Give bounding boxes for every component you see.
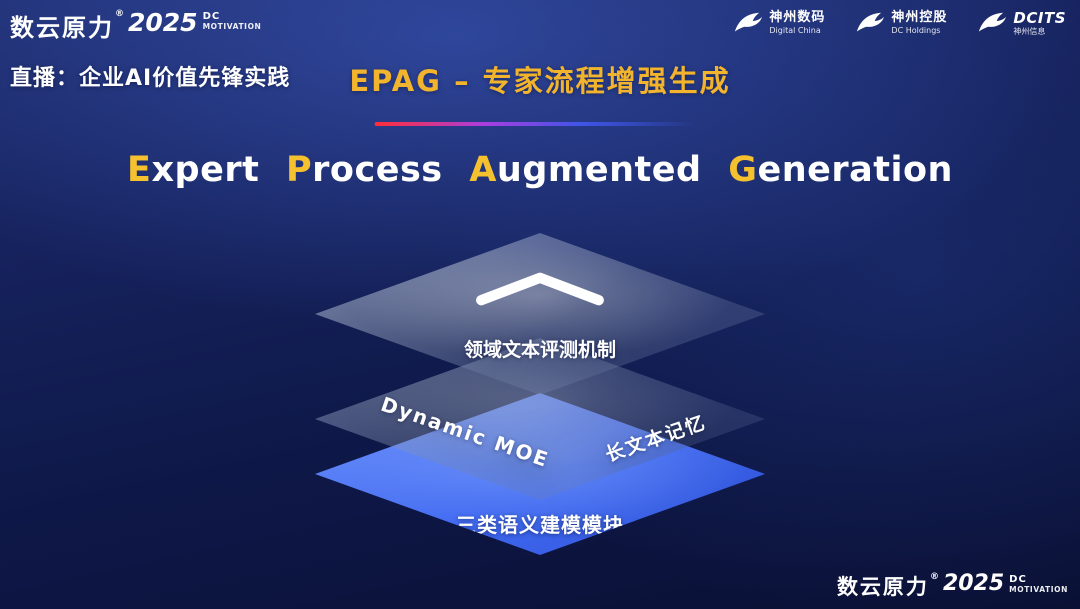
slide-title: EPAG – 专家流程增强生成 [349, 64, 731, 98]
corp-subtitle: 神州信息 [1013, 27, 1046, 37]
brand-registered-mark: ® [929, 572, 939, 582]
brand-motivation: MOTIVATION [1009, 584, 1068, 594]
logo-text: 神州控股 DC Holdings [891, 10, 948, 36]
brand-name-cn: 数云原力 [10, 14, 114, 42]
word-rest: rocess [312, 150, 443, 190]
word-rest: xpert [151, 150, 260, 190]
subtitle-word: Process [286, 150, 443, 190]
swoosh-icon [979, 13, 1007, 32]
brand-dc-motivation: DC MOTIVATION [202, 11, 262, 31]
corporate-logos: 神州数码 Digital China 神州控股 DC Holdings DCIT… [733, 9, 1066, 37]
corp-subtitle: DC Holdings [891, 26, 941, 36]
subtitle-word: Generation [728, 150, 953, 190]
brand-logo-bottom-right: 数云原力 ® 2025 DC MOTIVATION [837, 571, 1068, 601]
brand-dc: DC [1009, 574, 1027, 585]
layer-top-evaluation: 领域文本评测机制 [315, 233, 765, 395]
logo-digital-china: 神州数码 Digital China [733, 10, 825, 36]
top-layer-label: 领域文本评测机制 [463, 339, 616, 361]
logo-dcits: DCITS 神州信息 [977, 9, 1066, 37]
swoosh-icon [857, 13, 885, 32]
gradient-divider [374, 122, 693, 126]
word-initial: G [728, 150, 758, 190]
brand-dc: DC [202, 11, 221, 22]
corp-subtitle: Digital China [769, 26, 821, 36]
subtitle-word: Augmented [469, 150, 701, 190]
brand-year: 2025 [128, 8, 198, 37]
logo-text: 神州数码 Digital China [769, 10, 826, 36]
corp-name: 神州控股 [891, 10, 948, 26]
brand-registered-mark: ® [115, 9, 124, 19]
logo-text: DCITS 神州信息 [1013, 9, 1066, 37]
word-rest: ugmented [496, 150, 702, 190]
brand-name-cn: 数云原力 [836, 575, 929, 599]
corp-name: 神州数码 [769, 10, 826, 26]
corp-name: DCITS [1013, 9, 1066, 27]
brand-logo-top-left: 数云原力 ® 2025 DC MOTIVATION [10, 8, 261, 43]
logo-dc-holdings: 神州控股 DC Holdings [855, 10, 947, 36]
bottom-layer-label: 三类语义建模模块 [456, 513, 624, 537]
word-initial: A [469, 150, 497, 190]
word-initial: E [127, 150, 152, 190]
brand-motivation: MOTIVATION [202, 21, 262, 31]
brand-year: 2025 [942, 571, 1005, 596]
swoosh-icon [735, 13, 763, 32]
layer-stack-diagram: 领域文本评测机制 Dynamic MOE 长文本记忆 三类语义建模模块 [310, 233, 770, 563]
word-initial: P [286, 150, 313, 190]
subtitle-english: Expert Process Augmented Generation [0, 150, 1080, 190]
brand-dc-motivation: DC MOTIVATION [1009, 574, 1068, 594]
live-stream-label: 直播：企业AI价值先锋实践 [10, 66, 291, 91]
subtitle-word: Expert [127, 150, 259, 190]
word-rest: eneration [757, 150, 953, 190]
chevron-up-icon [476, 272, 604, 306]
